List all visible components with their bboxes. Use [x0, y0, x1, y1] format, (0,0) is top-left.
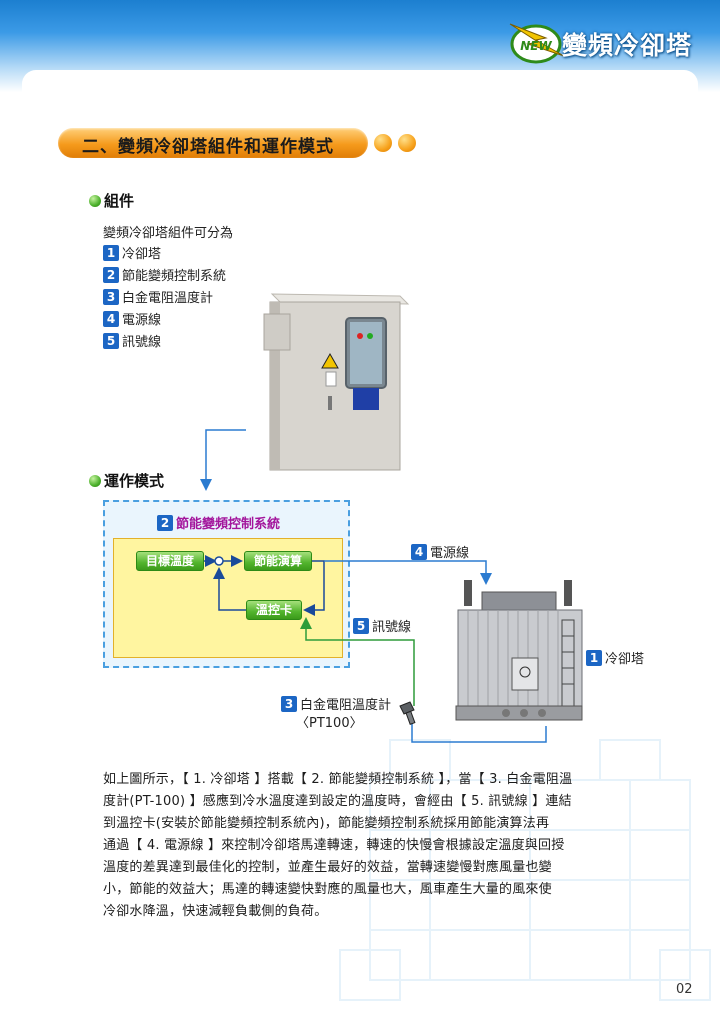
temp-control-card-block: 溫控卡	[246, 600, 302, 620]
item-label: 電源線	[122, 313, 162, 328]
green-bullet-icon	[89, 475, 101, 487]
power-line-text: 電源線	[430, 546, 470, 561]
cooling-tower-image	[455, 580, 583, 721]
tower-number: 1	[586, 649, 602, 666]
item-number: 5	[103, 332, 119, 349]
item-number: 1	[103, 244, 119, 261]
thermometer-sensor-icon	[399, 701, 416, 725]
signal-line-text: 訊號線	[372, 620, 412, 635]
page-number: 02	[676, 982, 693, 997]
item-number: 2	[103, 266, 119, 283]
thermometer-text: 白金電阻溫度計	[300, 698, 392, 713]
thermometer-number: 3	[281, 695, 297, 712]
tower-text: 冷卻塔	[605, 652, 645, 667]
green-bullet-icon	[89, 195, 101, 207]
summing-node-icon	[214, 556, 224, 566]
power-line-number: 4	[411, 543, 427, 560]
signal-line-number: 5	[353, 617, 369, 634]
section-title: 二、變頻冷卻塔組件和運作模式	[82, 137, 334, 157]
system-label: 節能變頻控制系統	[176, 517, 281, 532]
paragraph-line: 小，節能的效益大；馬達的轉速變快對應的風量也大，風車產生大量的風來使	[103, 882, 552, 897]
paragraph-line: 如上圖所示，【 1. 冷卻塔 】搭載【 2. 節能變頻控制系統 】，當【 3. …	[103, 772, 573, 787]
system-number: 2	[157, 514, 173, 531]
orange-dot-icon	[374, 134, 392, 152]
components-intro: 變頻冷卻塔組件可分為	[103, 226, 234, 241]
orange-dot-icon	[398, 134, 416, 152]
paragraph-line: 溫度的差異達到最佳化的控制，並產生最好的效益，當轉速變慢對應風量也變	[103, 860, 552, 875]
item-number: 3	[103, 288, 119, 305]
target-temperature-block: 目標溫度	[136, 551, 204, 571]
logo-text: NEW	[520, 39, 552, 53]
operation-heading: 運作模式	[104, 472, 165, 490]
thermometer-model: 〈PT100〉	[296, 716, 363, 731]
control-cabinet-image	[263, 293, 410, 471]
paragraph-line: 冷卻水降溫，快速減輕負載側的負荷。	[103, 904, 328, 919]
item-label: 冷卻塔	[122, 247, 162, 262]
item-number: 4	[103, 310, 119, 327]
components-heading: 組件	[104, 192, 135, 210]
paragraph-line: 度計(PT-100) 】感應到冷水溫度達到設定的溫度時，會經由【 5. 訊號線 …	[103, 794, 572, 809]
section-banner: 二、變頻冷卻塔組件和運作模式	[58, 128, 368, 158]
new-logo-icon: NEW	[509, 23, 565, 64]
item-label: 白金電阻溫度計	[122, 291, 214, 306]
watermark-tower-graphic	[339, 739, 711, 1001]
item-label: 訊號線	[122, 335, 162, 350]
item-label: 節能變頻控制系統	[122, 269, 227, 284]
paragraph-line: 到溫控卡(安裝於節能變頻控制系統內)，節能變頻控制系統採用節能演算法再	[103, 816, 550, 831]
header-title: 變頻冷卻塔	[562, 31, 693, 60]
energy-calc-block: 節能演算	[244, 551, 312, 571]
paragraph-line: 通過【 4. 電源線 】來控制冷卻塔馬達轉速，轉速的快慢會根據設定溫度與回授	[103, 838, 565, 853]
